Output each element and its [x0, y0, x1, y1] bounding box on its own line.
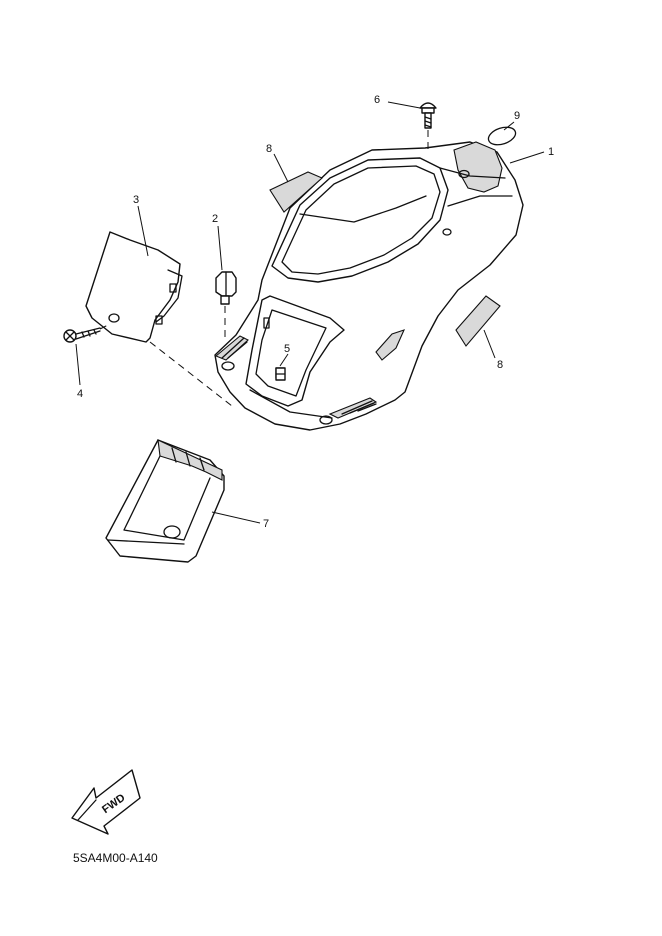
- screw-part-4: [63, 323, 111, 343]
- leader-lines: [75, 101, 545, 524]
- callout-9: 9: [514, 110, 520, 122]
- bolt-part-6: [419, 102, 437, 152]
- callout-8-lower: 8: [497, 359, 503, 371]
- clip-nut-part-5: [275, 367, 286, 381]
- emblem-part-9: [487, 126, 517, 146]
- callout-4: 4: [77, 388, 83, 400]
- decal-part-8-upper: [269, 171, 324, 213]
- diagram-code: 5SA4M00-A140: [73, 851, 158, 865]
- callout-2: 2: [212, 213, 218, 225]
- callout-8-upper: 8: [266, 143, 272, 155]
- storage-tray-part-7: [105, 439, 225, 563]
- callout-3: 3: [133, 194, 139, 206]
- main-body-cover: [214, 141, 524, 431]
- callout-6: 6: [374, 94, 380, 106]
- callout-1: 1: [548, 146, 554, 158]
- callout-7: 7: [263, 518, 269, 530]
- bolt-part-2: [215, 271, 237, 340]
- side-cover-part-3: [85, 231, 233, 407]
- decal-part-8-lower: [455, 295, 501, 347]
- forward-arrow-icon: FWD: [71, 769, 141, 835]
- callout-5: 5: [284, 343, 290, 355]
